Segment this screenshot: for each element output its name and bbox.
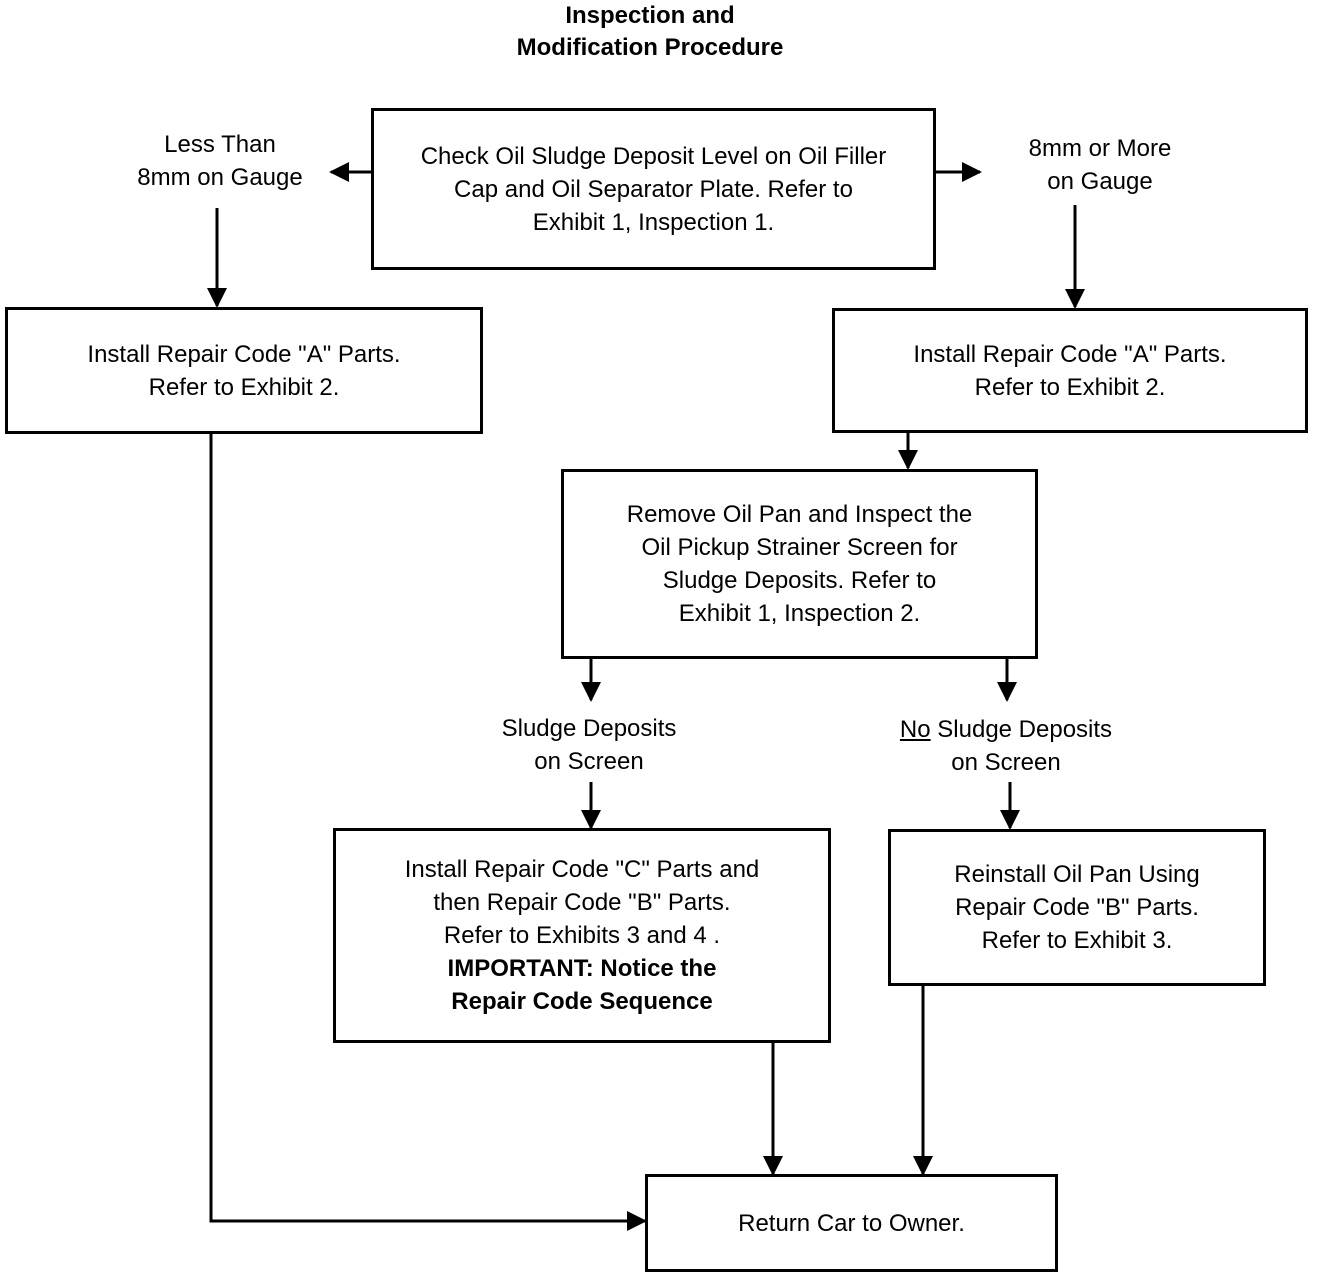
return-car-box: Return Car to Owner.: [645, 1174, 1058, 1272]
diagram-title: Inspection and Modification Procedure: [400, 0, 900, 64]
sludge-line-1: Sludge Deposits: [501, 715, 677, 742]
no-sludge-line-2: on Screen: [951, 749, 1061, 776]
important-line-1: IMPORTANT: Notice the: [447, 955, 717, 982]
check-line-3: Exhibit 1, Inspection 1.: [532, 208, 775, 236]
no-sludge-deposits-label: No Sludge Deposits on Screen: [866, 713, 1146, 779]
check-sludge-level-box: Check Oil Sludge Deposit Level on Oil Fi…: [371, 108, 936, 270]
no-sludge-line-1: No Sludge Deposits: [866, 713, 1146, 746]
important-line-2: Repair Code Sequence: [451, 988, 713, 1015]
install-repair-code-a-right-box: Install Repair Code "A" Parts. Refer to …: [832, 308, 1308, 433]
install-c-b-line-3: Refer to Exhibits 3 and 4 .: [443, 922, 721, 949]
install-c-b-line-1: Install Repair Code "C" Parts and: [404, 856, 760, 883]
install-repair-code-a-left-box: Install Repair Code "A" Parts. Refer to …: [5, 307, 483, 434]
less-than-8mm-label: Less Than 8mm on Gauge: [100, 128, 340, 194]
remove-pan-line-1: Remove Oil Pan and Inspect the: [626, 501, 973, 528]
more-than-8mm-label: 8mm or More on Gauge: [980, 132, 1220, 198]
install-repair-code-c-b-box: Install Repair Code "C" Parts and then R…: [333, 828, 831, 1043]
sludge-deposits-label: Sludge Deposits on Screen: [459, 712, 719, 778]
install-c-b-line-2: then Repair Code "B" Parts.: [433, 889, 731, 916]
remove-pan-line-2: Oil Pickup Strainer Screen for: [641, 534, 958, 561]
no-word: No: [899, 716, 931, 743]
less-than-line-1: Less Than: [164, 131, 276, 158]
return-car-line-1: Return Car to Owner.: [738, 1209, 965, 1237]
title-line-1: Inspection and: [565, 2, 735, 29]
arrow-install-a-left-to-return-car: [209, 433, 647, 1231]
less-than-line-2: 8mm on Gauge: [137, 164, 303, 191]
install-a-left-line-2: Refer to Exhibit 2.: [148, 373, 340, 401]
reinstall-line-3: Refer to Exhibit 3.: [981, 927, 1173, 954]
remove-oil-pan-box: Remove Oil Pan and Inspect the Oil Picku…: [561, 469, 1038, 659]
install-a-left-line-1: Install Repair Code "A" Parts.: [87, 340, 401, 368]
sludge-line-2: on Screen: [534, 748, 644, 775]
more-than-line-1: 8mm or More: [1028, 135, 1172, 162]
no-sludge-rest: Sludge Deposits: [930, 716, 1113, 743]
check-line-2: Cap and Oil Separator Plate. Refer to: [454, 175, 853, 203]
remove-pan-line-3: Sludge Deposits. Refer to: [662, 567, 937, 594]
reinstall-line-2: Repair Code "B" Parts.: [955, 894, 1199, 921]
remove-pan-line-4: Exhibit 1, Inspection 2.: [678, 600, 921, 627]
title-line-2: Modification Procedure: [516, 34, 784, 61]
reinstall-oil-pan-box: Reinstall Oil Pan Using Repair Code "B" …: [888, 829, 1266, 986]
check-line-1: Check Oil Sludge Deposit Level on Oil Fi…: [420, 142, 887, 170]
more-than-line-2: on Gauge: [1047, 168, 1153, 195]
reinstall-line-1: Reinstall Oil Pan Using: [954, 861, 1200, 888]
install-a-right-line-2: Refer to Exhibit 2.: [974, 373, 1166, 401]
install-a-right-line-1: Install Repair Code "A" Parts.: [913, 340, 1227, 368]
